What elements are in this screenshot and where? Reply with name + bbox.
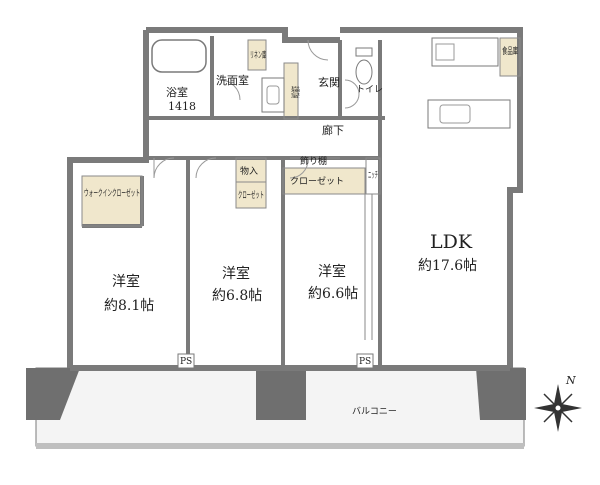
doors bbox=[153, 39, 360, 179]
entrance-storage-label: 玄関収納 bbox=[289, 86, 301, 98]
closet-small-label: クローゼット bbox=[238, 189, 264, 201]
bathtub bbox=[151, 39, 207, 73]
room1-label: 洋室 bbox=[112, 273, 140, 290]
bath-size-label: 1418 bbox=[168, 100, 196, 113]
ps-box-right bbox=[356, 353, 374, 369]
storage-area bbox=[236, 158, 266, 182]
walk-in-closet-area bbox=[82, 176, 142, 226]
linen-area bbox=[248, 40, 266, 70]
closet-small-area bbox=[236, 182, 266, 208]
storage-label: 物入 bbox=[240, 165, 258, 177]
ldk-label: LDK bbox=[430, 231, 473, 253]
ldk-size-label: 約17.6帖 bbox=[418, 258, 477, 274]
room2-size-label: 約6.8帖 bbox=[212, 288, 262, 304]
outer-walls bbox=[67, 27, 523, 371]
toilet-fixture bbox=[355, 59, 373, 85]
niche-label: ニッチ bbox=[368, 170, 378, 181]
closet-mid-area bbox=[283, 168, 365, 194]
room2-label: 洋室 bbox=[222, 265, 250, 282]
compass bbox=[534, 384, 582, 432]
ps-label-left: PS bbox=[180, 357, 192, 367]
toilet-label: トイレ bbox=[356, 85, 383, 95]
pillar-left bbox=[26, 368, 80, 420]
entrance-label: 玄関 bbox=[318, 75, 340, 89]
pillar-middle bbox=[256, 368, 306, 420]
pantry-area bbox=[500, 38, 520, 76]
stove bbox=[435, 43, 455, 61]
closet-mid-label: クローゼット bbox=[290, 175, 344, 187]
room3-size-label: 約6.6帖 bbox=[308, 286, 358, 302]
ps-label-right: PS bbox=[359, 357, 371, 367]
balcony-label: バルコニー bbox=[352, 406, 397, 417]
compass-north-label: N bbox=[565, 374, 576, 387]
pillar-right bbox=[476, 368, 526, 420]
ps-box-left bbox=[177, 353, 195, 369]
walk-in-closet-label: ウォークインクローゼット bbox=[84, 187, 140, 199]
room1-size-label: 約8.1帖 bbox=[104, 298, 154, 314]
balcony-rail bbox=[36, 443, 524, 449]
linen-label: リネン庫 bbox=[250, 49, 266, 61]
shelf-label: 飾り棚 bbox=[300, 155, 327, 167]
kitchen-sink bbox=[439, 104, 471, 124]
room3-label: 洋室 bbox=[318, 263, 346, 280]
bath-label: 浴室 bbox=[166, 85, 188, 99]
entrance-storage-area bbox=[284, 63, 298, 119]
hallway-label: 廊下 bbox=[322, 123, 344, 137]
washroom-label: 洗面室 bbox=[216, 73, 249, 87]
toilet-tank bbox=[355, 47, 373, 57]
pantry-label: 食品庫 bbox=[502, 45, 518, 57]
washbasin-bowl bbox=[266, 85, 280, 105]
